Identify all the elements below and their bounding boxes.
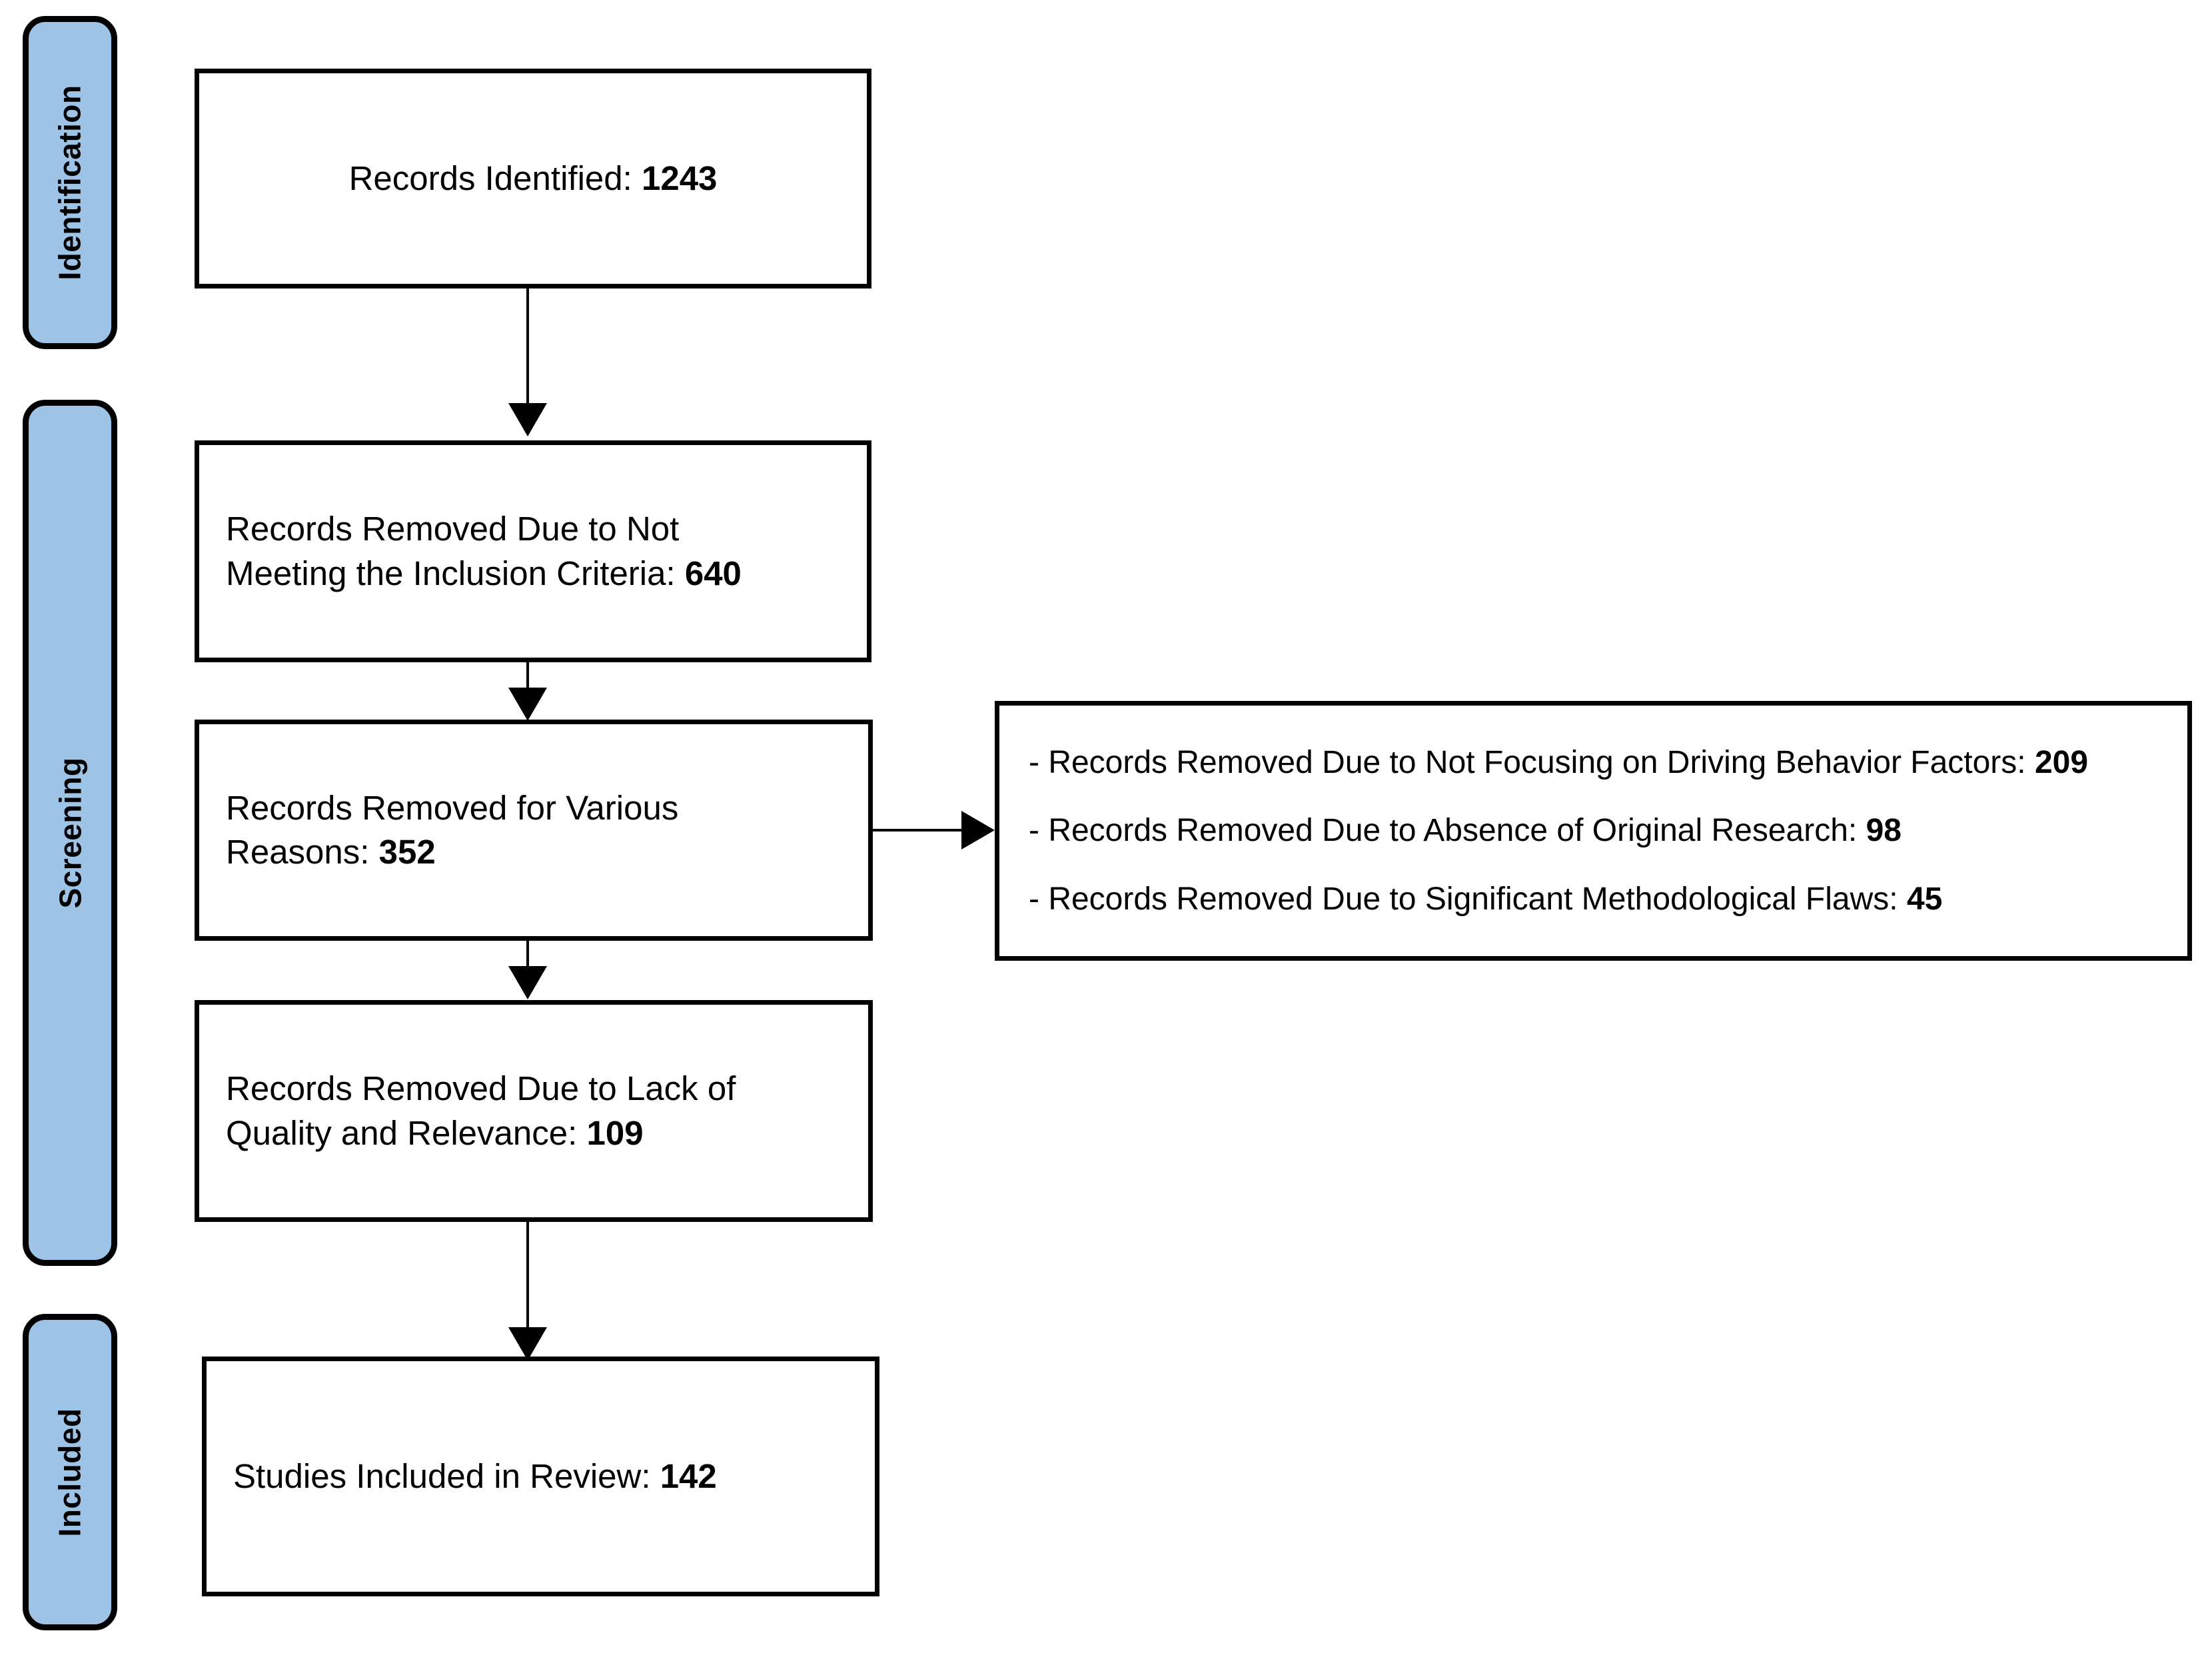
connector-arrow-3 — [508, 966, 547, 999]
reason-item-1: - Records Removed Due to Not Focusing on… — [1029, 744, 2187, 782]
flow-box-text: Records Removed for Various Reasons: 352 — [199, 786, 868, 875]
connector-arrow-4 — [508, 1327, 547, 1361]
stage-pill-identification: Identification — [23, 16, 117, 349]
stage-label-screening: Screening — [53, 757, 88, 909]
connector-line-2 — [526, 662, 529, 697]
connector-arrow-2 — [508, 688, 547, 721]
connector-arrow-1 — [508, 403, 547, 436]
box-value-2: 352 — [378, 833, 436, 871]
stage-label-identification: Identification — [53, 85, 88, 280]
box-line-1: Records Identified: — [348, 159, 642, 197]
connector-line-branch — [873, 829, 990, 832]
box-line-1: Records Removed Due to Not — [226, 510, 680, 548]
reasons-breakdown-panel[interactable]: - Records Removed Due to Not Focusing on… — [995, 701, 2192, 961]
flow-box-records-removed-quality-relevance[interactable]: Records Removed Due to Lack of Quality a… — [195, 1000, 873, 1222]
stage-label-included: Included — [53, 1407, 87, 1537]
flow-box-text: Records Identified: 1243 — [199, 157, 867, 201]
reason-label-2: - Records Removed Due to Absence of Orig… — [1029, 813, 1866, 849]
reason-value-3: 45 — [1906, 881, 1943, 917]
reason-value-1: 209 — [2034, 744, 2089, 780]
reason-item-3: - Records Removed Due to Significant Met… — [1029, 880, 2187, 919]
box-value-2: 640 — [684, 554, 742, 592]
stage-pill-included: Included — [23, 1314, 117, 1630]
flow-box-records-removed-various-reasons[interactable]: Records Removed for Various Reasons: 352 — [195, 720, 873, 941]
box-value-2: 109 — [586, 1113, 644, 1152]
stage-pill-screening: Screening — [23, 400, 117, 1266]
reason-label-1: - Records Removed Due to Not Focusing on… — [1029, 744, 2035, 780]
flow-box-text: Records Removed Due to Not Meeting the I… — [199, 507, 867, 596]
box-line-2: Quality and Relevance: — [226, 1113, 587, 1152]
flow-box-records-removed-inclusion-criteria[interactable]: Records Removed Due to Not Meeting the I… — [195, 440, 871, 662]
box-line-2: Meeting the Inclusion Criteria: — [226, 554, 685, 592]
box-line-1: Records Removed for Various — [226, 788, 679, 827]
flow-box-text: Records Removed Due to Lack of Quality a… — [199, 1067, 868, 1155]
connector-line-4 — [526, 1222, 529, 1357]
reason-value-2: 98 — [1866, 813, 1902, 849]
flow-box-text: Studies Included in Review: 142 — [207, 1454, 875, 1498]
box-line-1: Studies Included in Review: — [233, 1456, 660, 1495]
box-value-1: 1243 — [641, 159, 718, 197]
flow-box-studies-included[interactable]: Studies Included in Review: 142 — [202, 1357, 879, 1596]
connector-arrow-branch — [961, 811, 995, 849]
box-line-1: Records Removed Due to Lack of — [226, 1069, 736, 1108]
connector-line-1 — [526, 288, 529, 423]
box-line-2: Reasons: — [226, 833, 379, 871]
reason-item-2: - Records Removed Due to Absence of Orig… — [1029, 812, 2187, 850]
reason-label-3: - Records Removed Due to Significant Met… — [1029, 881, 1907, 917]
connector-line-3 — [526, 941, 529, 978]
box-value-1: 142 — [660, 1456, 717, 1495]
flow-box-records-identified[interactable]: Records Identified: 1243 — [195, 69, 871, 288]
